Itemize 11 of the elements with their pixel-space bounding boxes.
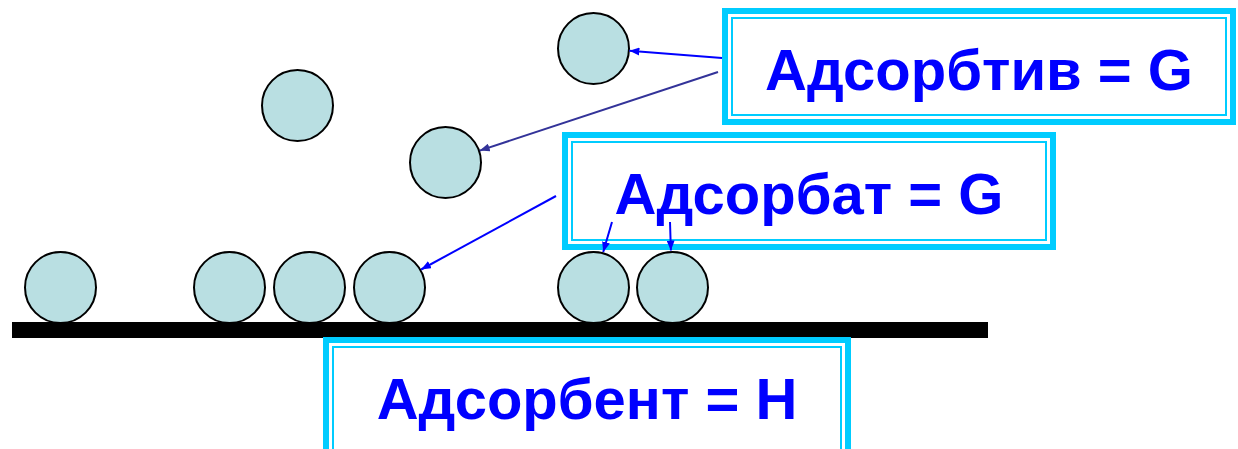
label-text: Адсорбтив = G [764, 36, 1194, 103]
label-box [722, 8, 1236, 125]
leader-arrow [420, 195, 557, 271]
leader-arrow [602, 221, 613, 253]
label-text: Адсорбат = G [613, 160, 1005, 227]
leader-arrow [478, 71, 719, 152]
leader-arrow [628, 47, 723, 59]
label-box [562, 132, 1056, 250]
label-text: Адсорбент = H [375, 365, 799, 432]
label-box [323, 337, 851, 449]
leader-arrow [666, 221, 675, 252]
